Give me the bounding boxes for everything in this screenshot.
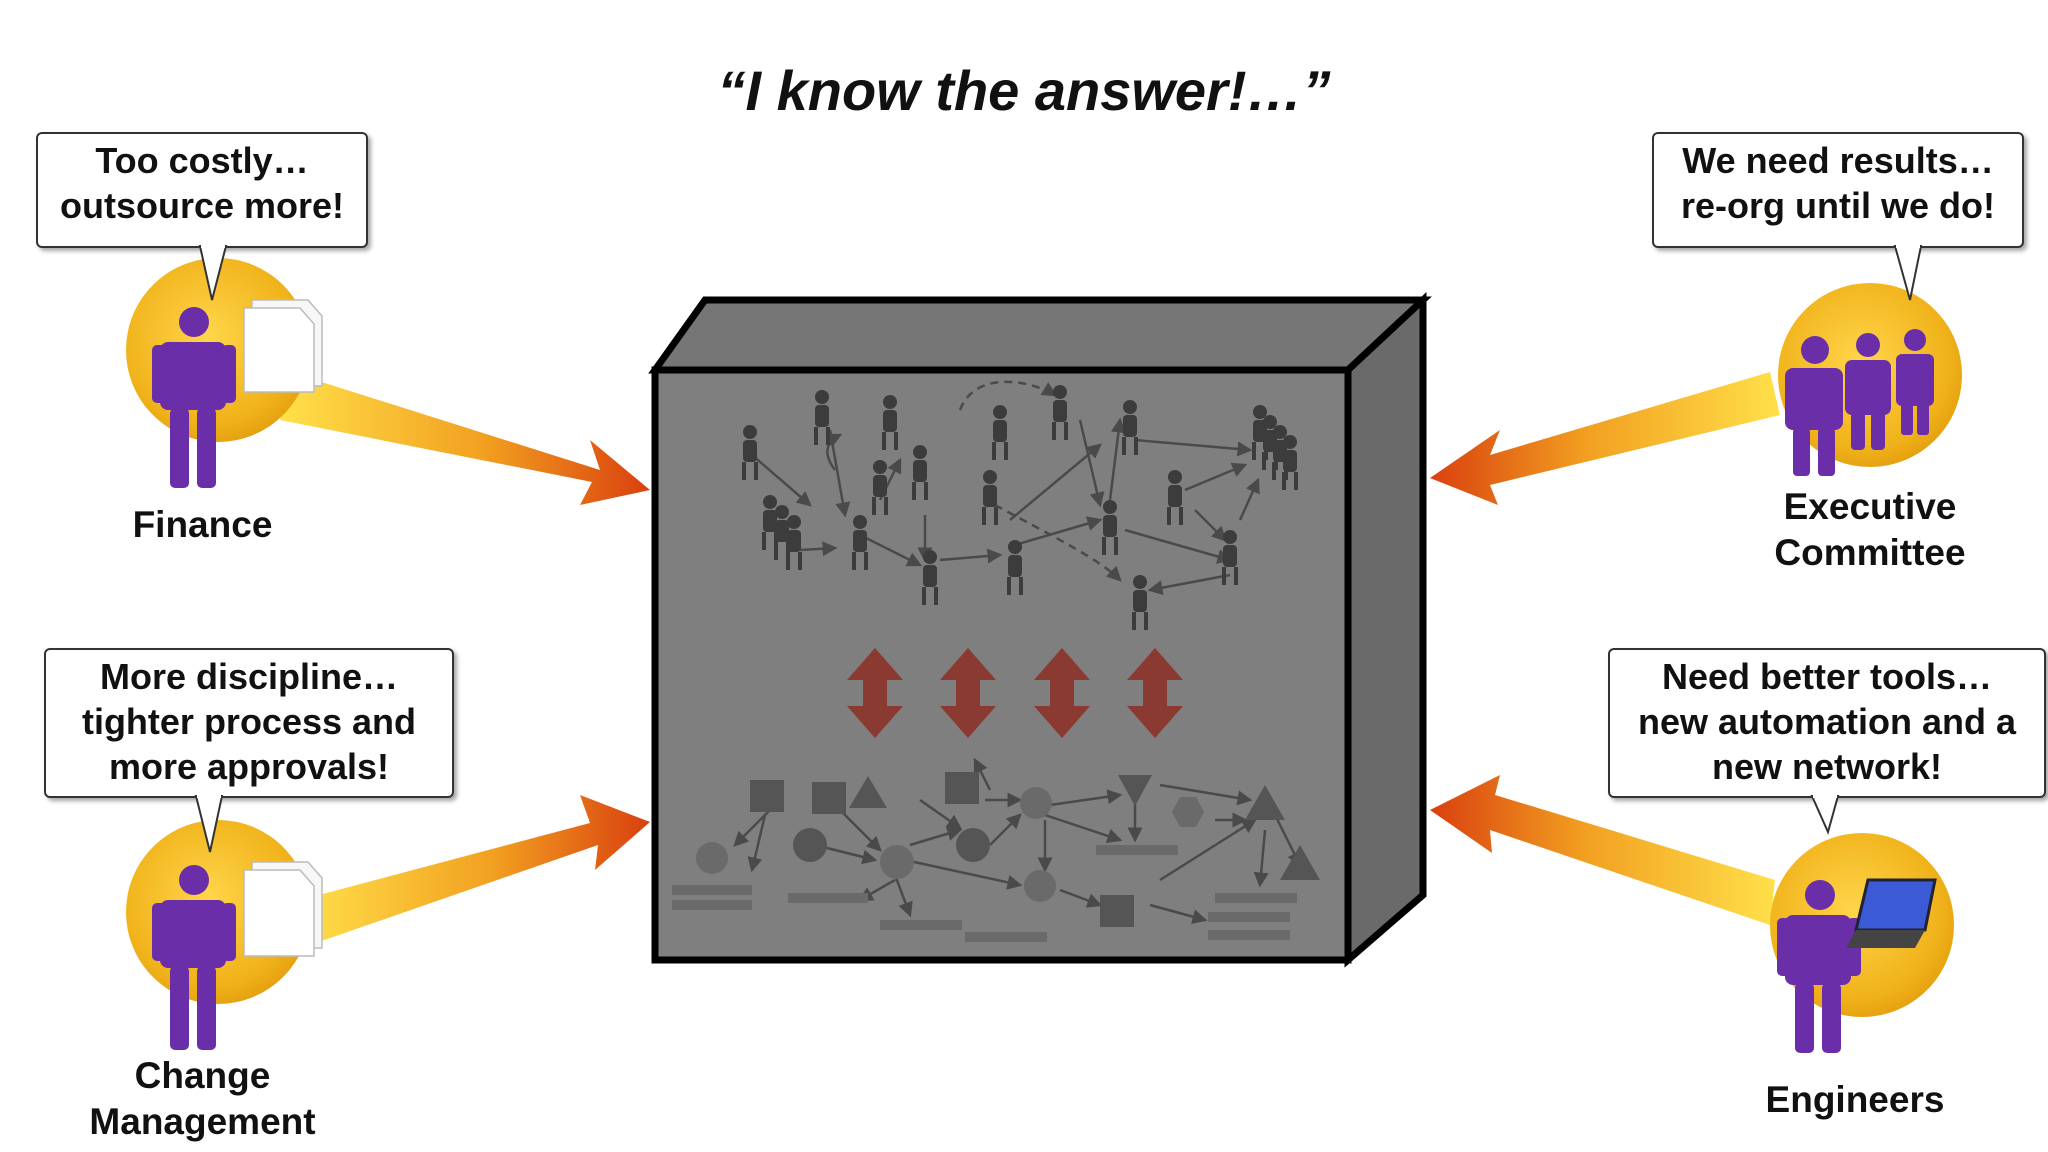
bubble-line: outsource more!: [59, 185, 345, 226]
person-figure-icon: [814, 390, 830, 445]
label-line: Engineers: [1765, 1079, 1945, 1120]
bubble-line: new automation and a: [1637, 701, 2017, 742]
arrow-change: [300, 795, 650, 945]
person-figure-icon: [1007, 540, 1023, 595]
finance-speech-bubble: Too costly… outsource more!: [36, 132, 368, 248]
vertical-double-arrow-icon: [847, 648, 903, 738]
label-line: Management: [89, 1101, 316, 1142]
engineers-icon: [1770, 833, 1954, 1053]
person-figure-icon: [1122, 400, 1138, 455]
page-title: “I know the answer!…”: [717, 59, 1331, 122]
finance-icon: [126, 258, 323, 488]
bubble-line: Too costly…: [95, 140, 309, 181]
people-network-icon: [742, 380, 1298, 630]
change-management-icon: [126, 820, 323, 1050]
process-network-icon: [672, 757, 1320, 942]
person-figure-icon: [982, 470, 998, 525]
label-line: Committee: [1774, 532, 1966, 573]
engineers-speech-bubble: Need better tools… new automation and a …: [1608, 648, 2046, 798]
person-figure-icon: [742, 425, 758, 480]
vertical-double-arrow-icon: [940, 648, 996, 738]
person-figure-icon: [882, 395, 898, 450]
vertical-double-arrow-icon: [1127, 648, 1183, 738]
arrow-finance: [280, 372, 650, 505]
executive-committee-label: Executive Committee: [1740, 484, 2000, 576]
person-figure-icon: [1102, 500, 1118, 555]
person-figure-icon: [872, 460, 888, 515]
person-figure-icon: [1052, 385, 1068, 440]
person-figure-icon: [912, 445, 928, 500]
vertical-double-arrow-icon: [1034, 648, 1090, 738]
person-figure-icon: [992, 405, 1008, 460]
label-line: Executive: [1783, 486, 1957, 527]
bubble-line: re-org until we do!: [1681, 185, 1995, 226]
arrow-engineers: [1430, 775, 1775, 925]
label-line: Change: [134, 1055, 271, 1096]
executive-committee-icon: [1778, 283, 1962, 476]
person-figure-icon: [922, 550, 938, 605]
person-figure-icon: [1167, 470, 1183, 525]
bubble-line: We need results…: [1682, 140, 1994, 181]
person-figure-icon: [786, 515, 802, 570]
vertical-double-arrow-icon: [847, 648, 1183, 738]
change-management-speech-bubble: More discipline… tighter process and mor…: [44, 648, 454, 798]
finance-label: Finance: [100, 502, 305, 548]
bubble-line: Need better tools…: [1661, 656, 1993, 697]
person-figure-icon: [852, 515, 868, 570]
person-figure-icon: [1282, 435, 1298, 490]
bubble-line: More discipline…: [99, 656, 399, 697]
label-line: Finance: [132, 504, 273, 545]
bubble-line: new network!: [1711, 746, 1943, 787]
arrow-executive: [1430, 372, 1780, 505]
bubble-line: tighter process and: [81, 701, 417, 742]
black-box: [648, 291, 1432, 968]
person-figure-icon: [1132, 575, 1148, 630]
executive-speech-bubble: We need results… re-org until we do!: [1652, 132, 2024, 248]
engineers-label: Engineers: [1740, 1077, 1970, 1123]
person-figure-icon: [1222, 530, 1238, 585]
change-management-label: Change Management: [60, 1053, 345, 1145]
bubble-line: more approvals!: [108, 746, 390, 787]
